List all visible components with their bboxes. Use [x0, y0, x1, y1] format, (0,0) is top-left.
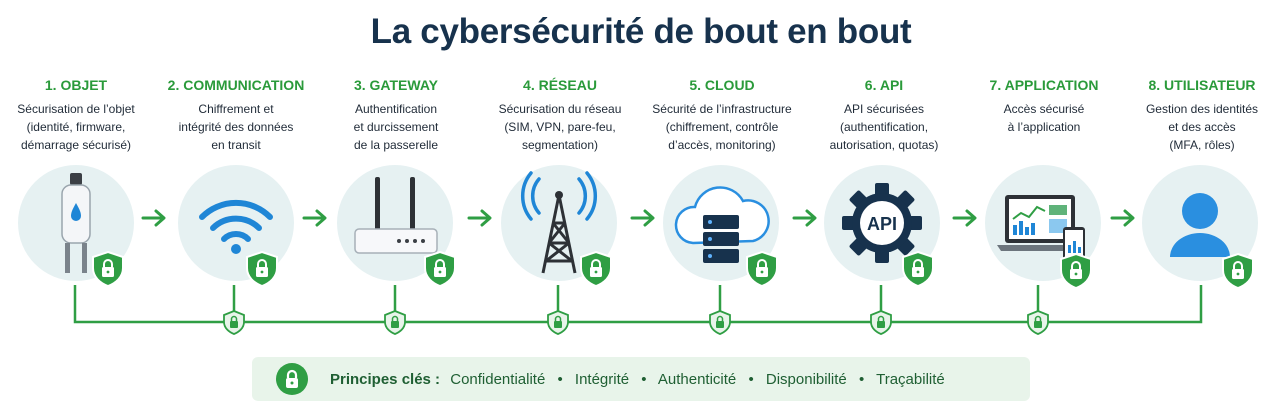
principle-item: Intégrité: [574, 371, 630, 388]
step-description: Sécurisation du réseau(SIM, VPN, pare-fe…: [498, 102, 622, 152]
connector-lock-icon: [547, 310, 569, 335]
shield-lock-icon: [1222, 252, 1254, 290]
step-heading: 3. GATEWAY: [353, 77, 439, 93]
connector-lock-icon: [1027, 310, 1049, 335]
page-title: La cybersécurité de bout en bout: [370, 12, 912, 51]
shield-lock-icon: [580, 250, 612, 288]
bullet-separator: •: [748, 371, 754, 388]
router-icon: [354, 177, 438, 254]
arrow-right-icon: [1110, 209, 1135, 227]
principle-item: Authenticité: [657, 371, 737, 388]
shield-lock-icon: [92, 250, 124, 288]
step-heading: 8. UTILISATEUR: [1148, 77, 1256, 93]
api-gear-icon: API: [842, 183, 922, 263]
principle-item: Traçabilité: [876, 371, 945, 388]
antenna-tower-icon: [520, 171, 598, 274]
sensor-icon: [61, 173, 91, 273]
api-label: API: [867, 214, 897, 234]
connector-lock-icon: [223, 310, 245, 335]
arrow-right-icon: [952, 209, 977, 227]
shield-lock-icon: [246, 250, 278, 288]
laptop-dashboard-icon: [997, 195, 1085, 261]
shield-lock-icon: [746, 250, 778, 288]
arrow-right-icon: [302, 209, 327, 227]
bullet-separator: •: [641, 371, 647, 388]
step-heading: 6. API: [864, 77, 904, 93]
step-heading: 5. CLOUD: [689, 77, 755, 93]
user-icon: [1170, 193, 1230, 257]
step-icon-circle: [663, 165, 779, 281]
connector-lock-icon: [709, 310, 731, 335]
arrow-right-icon: [141, 209, 166, 227]
shield-lock-icon: [1060, 252, 1092, 290]
principle-item: Confidentialité: [450, 371, 546, 388]
bullet-separator: •: [557, 371, 563, 388]
key-principles-label: Principes clés :: [330, 371, 441, 388]
step-heading: 7. APPLICATION: [989, 77, 1099, 93]
lock-icon: [276, 363, 308, 395]
key-principles-box: Principes clés : Confidentialité • Intég…: [252, 357, 1030, 401]
cloud-server-icon: [674, 186, 770, 263]
step-description: Sécurisation de l’objet(identité, firmwa…: [17, 102, 135, 152]
principle-item: Disponibilité: [765, 371, 847, 388]
arrow-right-icon: [467, 209, 492, 227]
arrow-right-icon: [792, 209, 817, 227]
step-description: API sécurisées(authentification,autorisa…: [829, 102, 939, 152]
connector-lock-icon: [870, 310, 892, 335]
step-heading: 4. RÉSEAU: [523, 77, 597, 93]
bullet-separator: •: [858, 371, 865, 388]
wifi-icon: [199, 199, 273, 254]
arrow-right-icon: [630, 209, 655, 227]
step-description: Sécurité de l’infrastructure(chiffrement…: [652, 102, 792, 152]
connector-lock-icon: [384, 310, 406, 335]
step-heading: 2. COMMUNICATION: [167, 77, 305, 93]
key-principles-text: Principes clés : Confidentialité • Intég…: [330, 371, 945, 388]
step-heading: 1. OBJET: [44, 77, 108, 93]
shield-lock-icon: [902, 250, 934, 288]
shield-lock-icon: [424, 250, 456, 288]
